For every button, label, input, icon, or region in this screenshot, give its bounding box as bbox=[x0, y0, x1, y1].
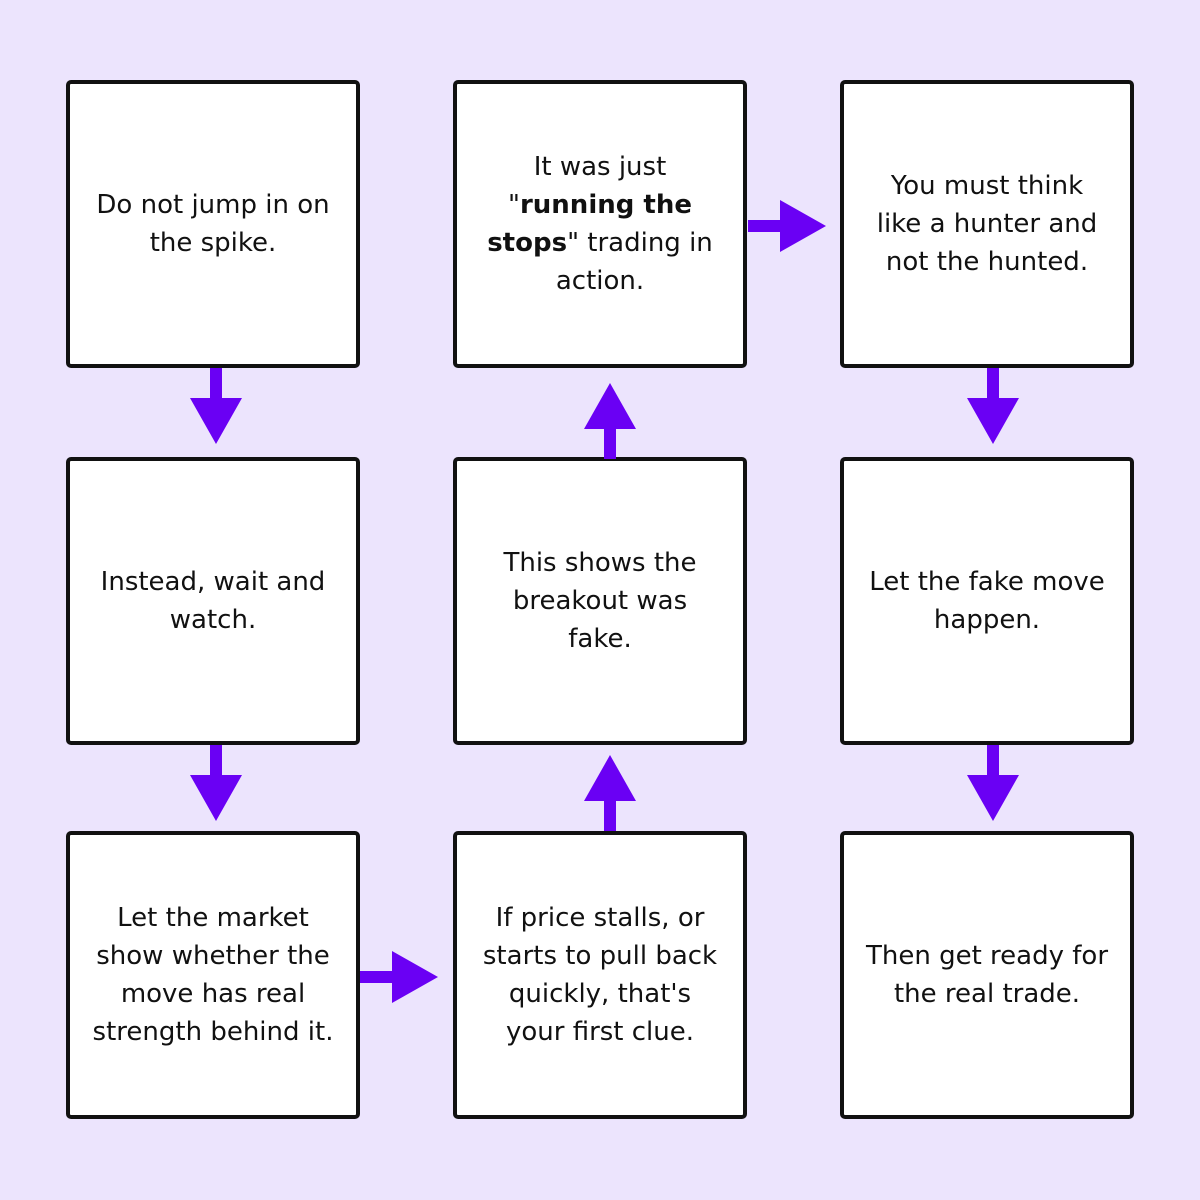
flow-step-9-text: Then get ready for the real trade. bbox=[866, 941, 1109, 1009]
flow-step-4: If price stalls, or starts to pull back … bbox=[453, 831, 747, 1119]
arrow-down-1-to-2 bbox=[190, 368, 242, 444]
flow-step-1: Do not jump in on the spike. bbox=[66, 80, 360, 368]
flow-step-6: It was just "running the stops" trading … bbox=[453, 80, 747, 368]
arrow-down-7-to-8 bbox=[967, 368, 1019, 444]
flow-step-8-text: Let the fake move happen. bbox=[869, 567, 1105, 635]
flow-step-7: You must think like a hunter and not the… bbox=[840, 80, 1134, 368]
flow-step-6-text-before: It was just " bbox=[508, 152, 667, 220]
arrow-right-6-to-7 bbox=[748, 200, 826, 252]
flow-step-3-text: Let the market show whether the move has… bbox=[92, 903, 334, 1047]
arrow-up-5-to-6 bbox=[584, 383, 636, 459]
flow-step-7-text: You must think like a hunter and not the… bbox=[876, 171, 1098, 277]
flow-step-2-text: Instead, wait and watch. bbox=[100, 567, 326, 635]
flow-step-9: Then get ready for the real trade. bbox=[840, 831, 1134, 1119]
flow-step-6-text-after: " trading in action. bbox=[555, 228, 713, 296]
flow-step-8: Let the fake move happen. bbox=[840, 457, 1134, 745]
flow-step-3: Let the market show whether the move has… bbox=[66, 831, 360, 1119]
flow-step-2: Instead, wait and watch. bbox=[66, 457, 360, 745]
flow-step-1-text: Do not jump in on the spike. bbox=[96, 190, 330, 258]
flow-step-5: This shows the breakout was fake. bbox=[453, 457, 747, 745]
flow-step-4-text: If price stalls, or starts to pull back … bbox=[482, 903, 718, 1047]
flow-step-5-text: This shows the breakout was fake. bbox=[503, 548, 697, 654]
arrow-up-4-to-5 bbox=[584, 755, 636, 831]
arrow-down-2-to-3 bbox=[190, 745, 242, 821]
flow-step-6-text-bold: running the stops bbox=[487, 190, 692, 258]
arrow-right-3-to-4 bbox=[360, 951, 438, 1003]
flow-step-6-text: It was just "running the stops" trading … bbox=[479, 148, 721, 300]
arrow-down-8-to-9 bbox=[967, 745, 1019, 821]
